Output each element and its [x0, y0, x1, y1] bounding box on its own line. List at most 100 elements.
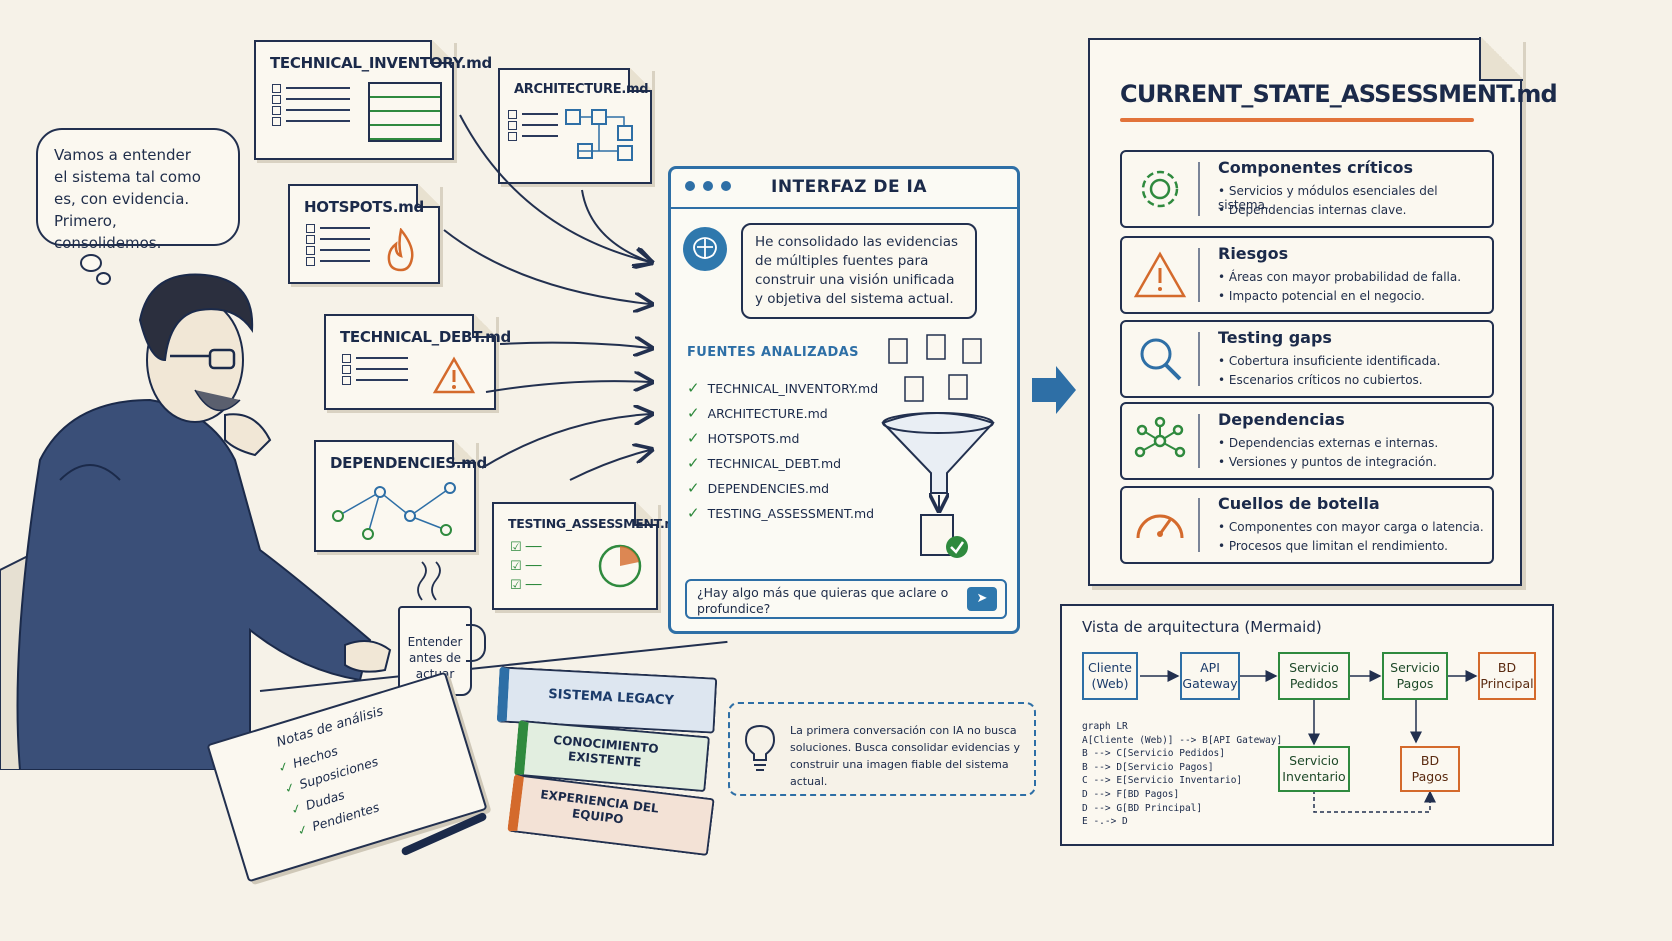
- card-riesgos[interactable]: Riesgos • Áreas con mayor probabilidad d…: [1120, 236, 1494, 314]
- bubble-line: Vamos a entender: [54, 146, 191, 164]
- chat-input-placeholder: ¿Hay algo más que quieras que aclare o p…: [697, 585, 949, 616]
- thought-dot: [80, 254, 102, 272]
- node-api-gateway: API Gateway: [1180, 652, 1240, 700]
- doc-dependencies[interactable]: DEPENDENCIES.md: [314, 440, 487, 552]
- page-fold: [1479, 37, 1523, 81]
- window-dot: [703, 181, 713, 191]
- lightbulb-icon: [744, 724, 776, 771]
- check-icon: ✓: [687, 479, 700, 497]
- doc-lines: [272, 78, 350, 131]
- window-title: INTERFAZ DE IA: [771, 177, 928, 197]
- doc-lines: [508, 104, 558, 146]
- card-line: • Impacto potencial en el negocio.: [1218, 289, 1425, 303]
- page-fold: [430, 40, 454, 64]
- tip-text: La primera conversación con IA no busca …: [790, 724, 1021, 788]
- chat-input[interactable]: ¿Hay algo más que quieras que aclare o p…: [685, 579, 1007, 619]
- divider: [1198, 162, 1200, 216]
- node-cliente: Cliente (Web): [1082, 652, 1138, 700]
- warning-icon: [432, 356, 476, 394]
- funnel-icon: [881, 334, 995, 558]
- gauge-icon: [1136, 514, 1184, 539]
- page-fold: [452, 440, 476, 464]
- code-line: B --> C[Servicio Pedidos]: [1082, 748, 1225, 760]
- doc-title: DEPENDENCIES.md: [330, 454, 487, 472]
- node-servicio-pedidos: Servicio Pedidos: [1278, 652, 1350, 700]
- thought-dot: [96, 272, 111, 285]
- gear-icon: [1141, 170, 1179, 208]
- node-servicio-pagos: Servicio Pagos: [1382, 652, 1448, 700]
- bubble-line: es, con evidencia.: [54, 190, 190, 208]
- doc-title: TESTING_ASSESSMENT.md: [508, 516, 686, 531]
- source-item: ✓ HOTSPOTS.md: [687, 429, 799, 447]
- magnifier-icon: [1140, 338, 1182, 381]
- card-title: Dependencias: [1218, 410, 1345, 429]
- doc-lines: [342, 348, 408, 390]
- doc-hotspots[interactable]: HOTSPOTS.md: [288, 184, 440, 284]
- sources-heading: FUENTES ANALIZADAS: [687, 345, 859, 360]
- divider: [1198, 248, 1200, 302]
- book-title: EXPERIENCIA DEL EQUIPO: [539, 787, 660, 827]
- card-dependencias[interactable]: Dependencias • Dependencias externas e i…: [1120, 402, 1494, 480]
- doc-title: HOTSPOTS.md: [304, 198, 424, 216]
- card-testing-gaps[interactable]: Testing gaps • Cobertura insuficiente id…: [1120, 320, 1494, 398]
- doc-technical-debt[interactable]: TECHNICAL_DEBT.md: [324, 314, 511, 410]
- source-label: ARCHITECTURE.md: [707, 406, 828, 421]
- network-icon: [1134, 416, 1186, 458]
- divider: [1198, 414, 1200, 468]
- person-illustration: [0, 273, 392, 770]
- check-icon: ✓: [687, 404, 700, 422]
- book-title: SISTEMA LEGACY: [547, 686, 675, 709]
- source-label: HOTSPOTS.md: [707, 431, 800, 446]
- node-servicio-inventario: Servicio Inventario: [1278, 746, 1350, 792]
- bubble-line: el sistema tal como: [54, 168, 201, 186]
- source-item: ✓TECHNICAL_INVENTORY.md: [687, 379, 878, 397]
- card-title: Cuellos de botella: [1218, 494, 1380, 513]
- table-icon: [368, 82, 442, 142]
- assessment-title: CURRENT_STATE_ASSESSMENT.md: [1120, 80, 1558, 108]
- window-dot: [685, 181, 695, 191]
- page-fold: [416, 184, 440, 208]
- card-line: • Procesos que limitan el rendimiento.: [1218, 539, 1448, 553]
- card-componentes-criticos[interactable]: Componentes críticos • Servicios y módul…: [1120, 150, 1494, 228]
- send-icon: ➤: [976, 591, 988, 606]
- architecture-diagram-icon: [565, 109, 633, 161]
- check-icon: ✓: [687, 429, 700, 447]
- code-line: B --> D[Servicio Pagos]: [1082, 761, 1214, 773]
- divider: [1198, 498, 1200, 552]
- code-line: D --> G[BD Principal]: [1082, 802, 1203, 814]
- tip-box: La primera conversación con IA no busca …: [728, 702, 1036, 796]
- doc-architecture[interactable]: ARCHITECTURE.md: [498, 68, 652, 184]
- ai-interface-window: INTERFAZ DE IA He consolidado las eviden…: [668, 166, 1020, 634]
- card-title: Componentes críticos: [1218, 158, 1414, 177]
- speech-bubble: Vamos a entender el sistema tal como es,…: [36, 128, 240, 252]
- pie-icon: [598, 544, 642, 588]
- source-label: DEPENDENCIES.md: [707, 481, 830, 496]
- bubble-line: Primero, consolidemos.: [54, 212, 162, 252]
- mermaid-architecture-panel: Vista de arquitectura (Mermaid) Cliente …: [1060, 604, 1554, 846]
- card-title: Riesgos: [1218, 244, 1289, 263]
- card-line: • Áreas con mayor probabilidad de falla.: [1218, 270, 1462, 284]
- ai-message: He consolidado las evidencias de múltipl…: [741, 223, 977, 319]
- card-cuellos-de-botella[interactable]: Cuellos de botella • Componentes con may…: [1120, 486, 1494, 564]
- code-line: E -.-> D: [1082, 816, 1128, 828]
- doc-title: ARCHITECTURE.md: [514, 82, 649, 97]
- brain-icon: [683, 227, 727, 271]
- doc-technical-inventory[interactable]: TECHNICAL_INVENTORY.md: [254, 40, 492, 160]
- doc-testing-assessment[interactable]: TESTING_ASSESSMENT.md ☑ ──☑ ──☑ ──: [492, 502, 686, 610]
- mermaid-title: Vista de arquitectura (Mermaid): [1082, 618, 1322, 636]
- fire-icon: [387, 228, 414, 272]
- card-title: Testing gaps: [1218, 328, 1332, 347]
- source-item: ✓TECHNICAL_DEBT.md: [687, 454, 841, 472]
- send-button[interactable]: ➤: [967, 587, 997, 611]
- source-label: TECHNICAL_INVENTORY.md: [707, 381, 879, 396]
- page-fold: [472, 314, 496, 338]
- mermaid-code: graph LR A[Cliente (Web)] --> B[API Gate…: [1082, 720, 1282, 829]
- source-item: ✓ DEPENDENCIES.md: [687, 479, 829, 497]
- warning-icon: [1133, 251, 1187, 298]
- node-bd-pagos: BD Pagos: [1400, 746, 1460, 792]
- code-line: A[Cliente (Web)] --> B[API Gateway]: [1082, 734, 1283, 746]
- code-line: graph LR: [1082, 721, 1128, 732]
- assessment-document: CURRENT_STATE_ASSESSMENT.md Componentes …: [1088, 37, 1558, 586]
- card-line: • Dependencias internas clave.: [1218, 203, 1407, 217]
- code-line: C --> E[Servicio Inventario]: [1082, 775, 1243, 787]
